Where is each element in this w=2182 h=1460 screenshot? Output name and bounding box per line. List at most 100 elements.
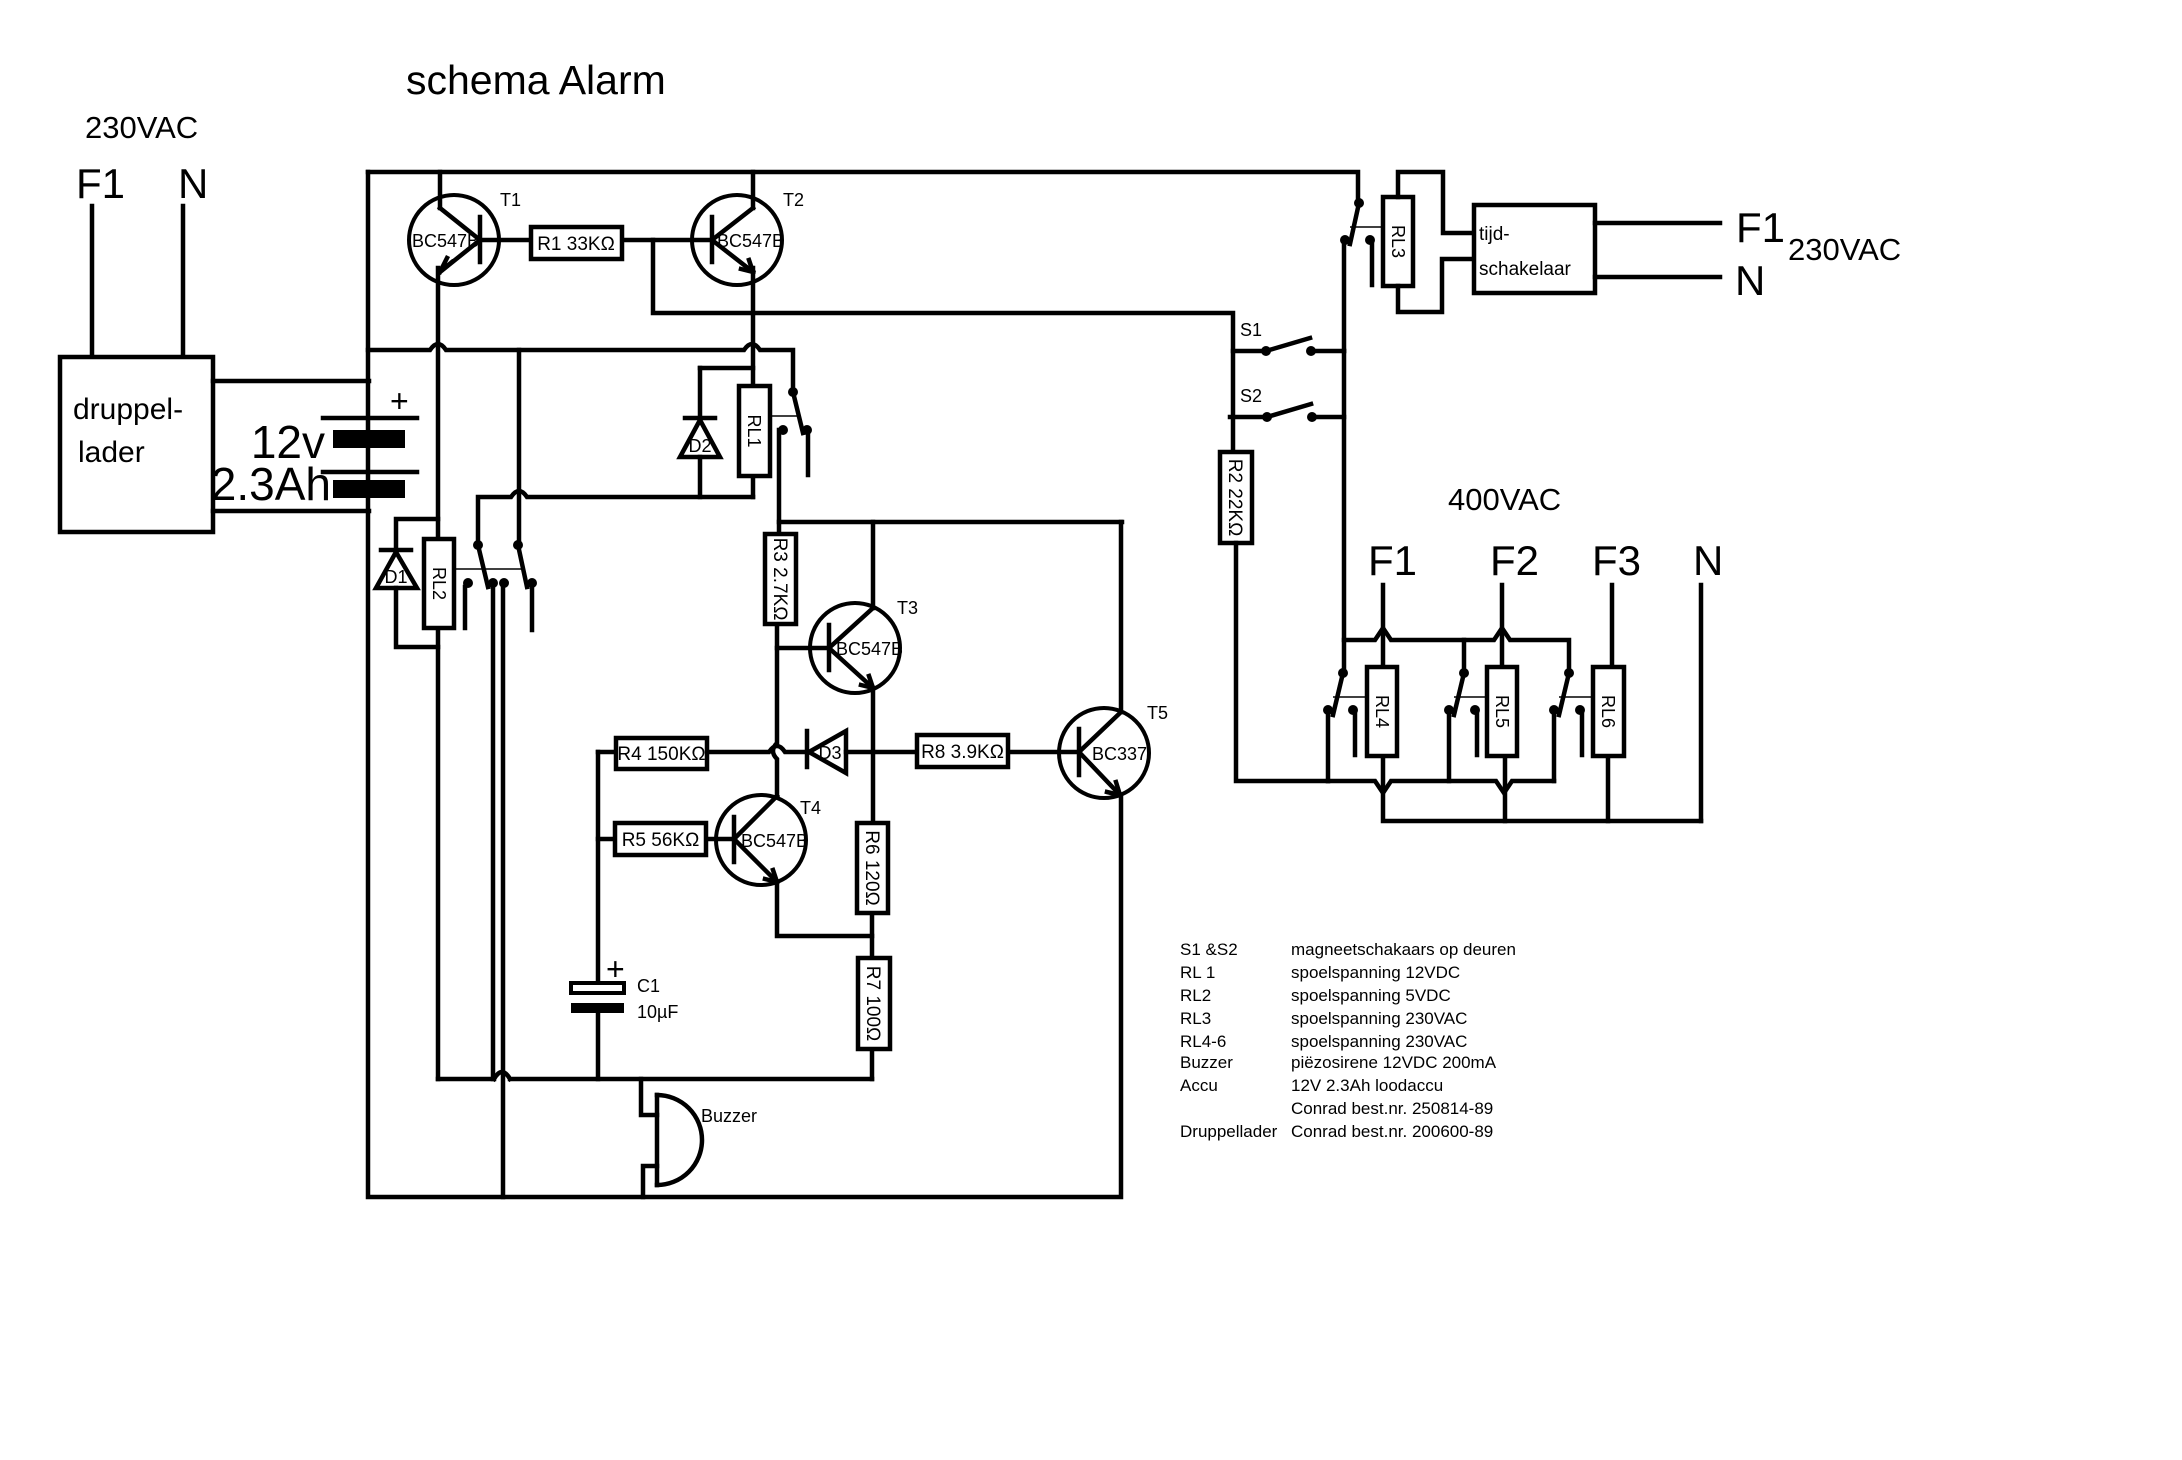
legend-value: spoelspanning 5VDC xyxy=(1291,986,1451,1005)
rl2-switch-blade-1 xyxy=(475,542,491,590)
r8-label: R8 3.9KΩ xyxy=(921,742,1004,763)
legend-row: Druppellader Conrad best.nr. 200600-89 xyxy=(1180,1122,1493,1141)
buzzer-label: Buzzer xyxy=(701,1106,757,1126)
charger-label-line2: lader xyxy=(78,436,145,469)
legend-row: RL4-6 spoelspanning 230VAC xyxy=(1180,1032,1467,1051)
t2-emitter-arrow xyxy=(738,257,756,275)
wire-buzzer-bottom xyxy=(640,1163,660,1200)
resistor-r4: R4 150KΩ xyxy=(613,735,710,772)
legend-key: RL3 xyxy=(1180,1009,1211,1028)
relay-rl3: RL3 xyxy=(1340,169,1477,354)
resistor-r5: R5 56KΩ xyxy=(612,820,709,858)
wire-r4-to-d3 xyxy=(704,743,810,755)
resistor-r1: R1 33KΩ xyxy=(528,224,625,262)
schematic-title: schema Alarm xyxy=(406,57,666,103)
legend-value: spoelspanning 230VAC xyxy=(1291,1009,1467,1028)
wire-upper-contact-bus xyxy=(1341,623,1572,676)
wire-rl1-no-to-t3t5 xyxy=(776,427,1125,525)
legend-value: Conrad best.nr. 250814-89 xyxy=(1291,1099,1493,1118)
c1-plate-negative xyxy=(571,1003,624,1013)
wire-r3-to-t4-collector xyxy=(770,621,780,799)
transistor-t5: BC337 T5 xyxy=(1057,703,1168,800)
battery: + 12v 2.3Ah xyxy=(211,383,420,510)
legend-row: S1 &S2 magneetschakaars op deuren xyxy=(1180,940,1516,959)
timer-label-line1: tijd- xyxy=(1479,224,1510,245)
wire-rail-350 xyxy=(365,341,796,395)
capacitor-c1: + C1 10µF xyxy=(569,951,678,1022)
legend-key: RL2 xyxy=(1180,986,1211,1005)
d2-label: D2 xyxy=(688,436,711,456)
three-phase-section: 400VAC F1 F2 F3 N RL4 xyxy=(1323,482,1723,824)
r3-body xyxy=(762,531,799,627)
wire-t2-base-to-switches xyxy=(650,237,1236,455)
legend-key: Buzzer xyxy=(1180,1053,1233,1072)
wire-coils-to-neutral xyxy=(1380,753,1704,824)
line-label-f3: F3 xyxy=(1592,537,1641,584)
relay-rl5: RL5 xyxy=(1444,664,1520,759)
relay-rl4: RL4 xyxy=(1323,664,1400,759)
resistor-r6: R6 120Ω xyxy=(854,820,891,916)
wire-rl3-coil-top xyxy=(1395,169,1477,236)
r7-label: R7 100Ω xyxy=(862,966,883,1041)
rl1-contact-no xyxy=(778,425,788,435)
t1-body xyxy=(407,193,501,287)
switch-s1: S1 xyxy=(1230,320,1347,356)
t5-ref: T5 xyxy=(1147,703,1168,723)
diode-d1: D1 xyxy=(372,547,421,591)
rl2-coil xyxy=(421,536,457,631)
wire-rl3-coil-bottom xyxy=(1395,256,1477,315)
transistor-t4: BC547B T4 xyxy=(714,792,821,887)
c1-ref: C1 xyxy=(637,976,660,996)
timer-phase-label: F1 xyxy=(1736,204,1785,251)
mains-voltage-label: 230VAC xyxy=(85,110,198,145)
rl5-coil xyxy=(1484,664,1520,759)
legend: S1 &S2 magneetschakaars op deuren RL 1 s… xyxy=(1180,940,1516,1141)
charger-box xyxy=(57,354,216,535)
t4-ref: T4 xyxy=(800,798,821,818)
d1-triangle xyxy=(372,547,421,591)
r1-label: R1 33KΩ xyxy=(537,234,615,255)
legend-row: Accu 12V 2.3Ah loodaccu xyxy=(1180,1076,1443,1095)
c1-value: 10µF xyxy=(637,1002,678,1022)
rl1-label: RL1 xyxy=(744,414,764,447)
d3-triangle xyxy=(804,727,849,777)
legend-row: RL3 spoelspanning 230VAC xyxy=(1180,1009,1467,1028)
rl3-label: RL3 xyxy=(1388,225,1408,258)
d3-label: D3 xyxy=(818,743,841,763)
r3-label: R3 2.7KΩ xyxy=(769,538,790,621)
wire-d1-top xyxy=(393,516,441,553)
legend-key: S1 &S2 xyxy=(1180,940,1238,959)
r5-body xyxy=(612,820,709,858)
switch-s2: S2 xyxy=(1227,386,1347,422)
legend-row: Buzzer piëzosirene 12VDC 200mA xyxy=(1180,1053,1497,1072)
rl5-label: RL5 xyxy=(1492,695,1512,728)
t5-body xyxy=(1057,706,1151,800)
mains-neutral-label: N xyxy=(178,160,208,207)
transistor-t3: BC547B T3 xyxy=(808,598,918,695)
t5-emitter-arrow xyxy=(1104,779,1123,798)
r7-body xyxy=(855,955,893,1052)
resistor-r7: R7 100Ω xyxy=(855,955,893,1052)
t3-emitter-arrow xyxy=(858,673,876,691)
t3-leads xyxy=(825,604,877,692)
legend-row: RL2 spoelspanning 5VDC xyxy=(1180,986,1451,1005)
s2-blade xyxy=(1264,401,1314,420)
t2-body xyxy=(690,193,784,287)
battery-plus-sign: + xyxy=(390,383,409,419)
timer-neutral-label: N xyxy=(1735,257,1765,304)
timer-voltage-label: 230VAC xyxy=(1788,232,1901,267)
wire-left-and-bottom-rail xyxy=(365,169,1124,1200)
t1-ref: T1 xyxy=(500,190,521,210)
charger-label-line1: druppel- xyxy=(73,393,183,426)
legend-value: spoelspanning 230VAC xyxy=(1291,1032,1467,1051)
legend-row: Conrad best.nr. 250814-89 xyxy=(1291,1099,1493,1118)
s1-label: S1 xyxy=(1240,320,1262,340)
t2-ref: T2 xyxy=(783,190,804,210)
t5-type: BC337 xyxy=(1092,744,1147,764)
legend-key: RL 1 xyxy=(1180,963,1215,982)
t1-type: BC547B xyxy=(412,231,479,251)
t5-leads xyxy=(1075,708,1125,799)
wire-r2-bottom xyxy=(1233,540,1331,784)
r4-body xyxy=(613,735,710,772)
rl6-switch-blade xyxy=(1556,670,1572,718)
